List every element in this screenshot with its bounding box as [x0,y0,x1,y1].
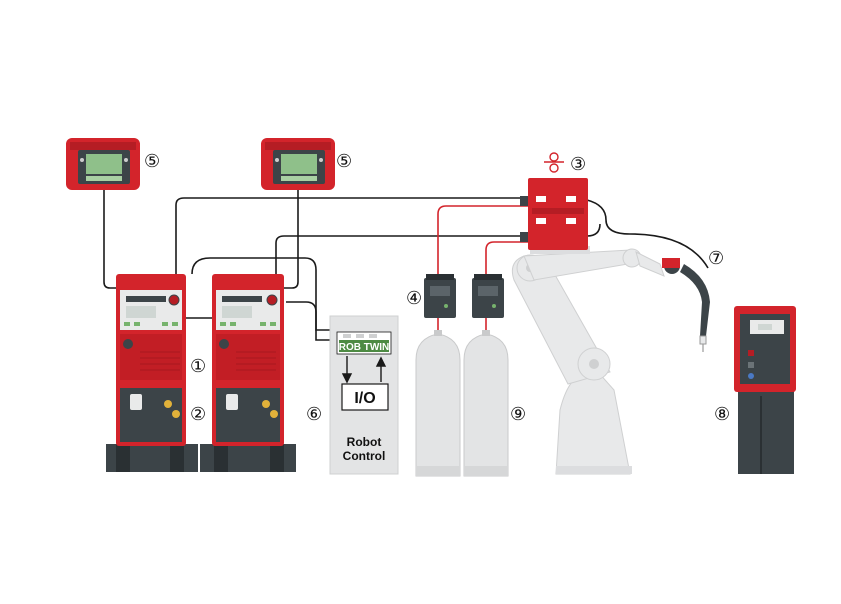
power-source-left [106,274,198,472]
cables [103,190,709,341]
torch-cleaning-station [734,306,796,474]
callout-8: ⑧ [714,404,730,425]
gas-hose-right [485,241,528,274]
gas-hose-left [437,205,528,274]
cable-ps2-control [286,301,336,341]
cable-ps1-ps2-top [191,257,336,331]
cable-ps1-feeder [175,197,528,274]
cable-remote-right [284,190,299,289]
gas-hoses [437,205,528,332]
rob-twin-label: ROB TWIN [339,342,390,353]
io-label: I/O [354,390,375,407]
rob-twin-module [339,340,389,352]
cable-feeder-torch [586,199,709,269]
robot-control-label-line1: Robot [347,435,382,449]
gas-cylinder-right [463,330,509,477]
gas-valve-left [424,274,456,318]
wire-feed-rollers-icon [544,152,564,173]
callout-5-right: ⑤ [336,151,352,172]
remote-control-right [261,138,335,190]
gas-valve-right [472,274,504,318]
robot-control-cabinet: ROB TWIN I/O Robot Control [329,315,399,475]
cable-feeder-loop [586,223,601,237]
power-source-right [200,274,296,472]
robot-control-label-line2: Control [343,449,386,463]
callout-4: ④ [406,288,422,309]
cable-ps2-feeder [275,235,528,274]
remote-control-left [66,138,140,190]
arrow-up-icon [375,356,387,367]
welding-torch [662,258,710,352]
welding-robot [511,246,665,475]
wire-feeder [520,178,588,250]
callout-3: ③ [570,154,586,175]
callout-7: ⑦ [708,248,724,269]
cable-remote-left [103,190,124,289]
callout-6: ⑥ [306,404,322,425]
callout-2: ② [190,404,206,425]
callout-9: ⑨ [510,404,526,425]
callout-5-left: ⑤ [144,151,160,172]
callout-1: ① [190,356,206,377]
gas-cylinder-left [415,330,461,477]
arrow-down-icon [341,373,353,384]
io-box [341,383,389,411]
